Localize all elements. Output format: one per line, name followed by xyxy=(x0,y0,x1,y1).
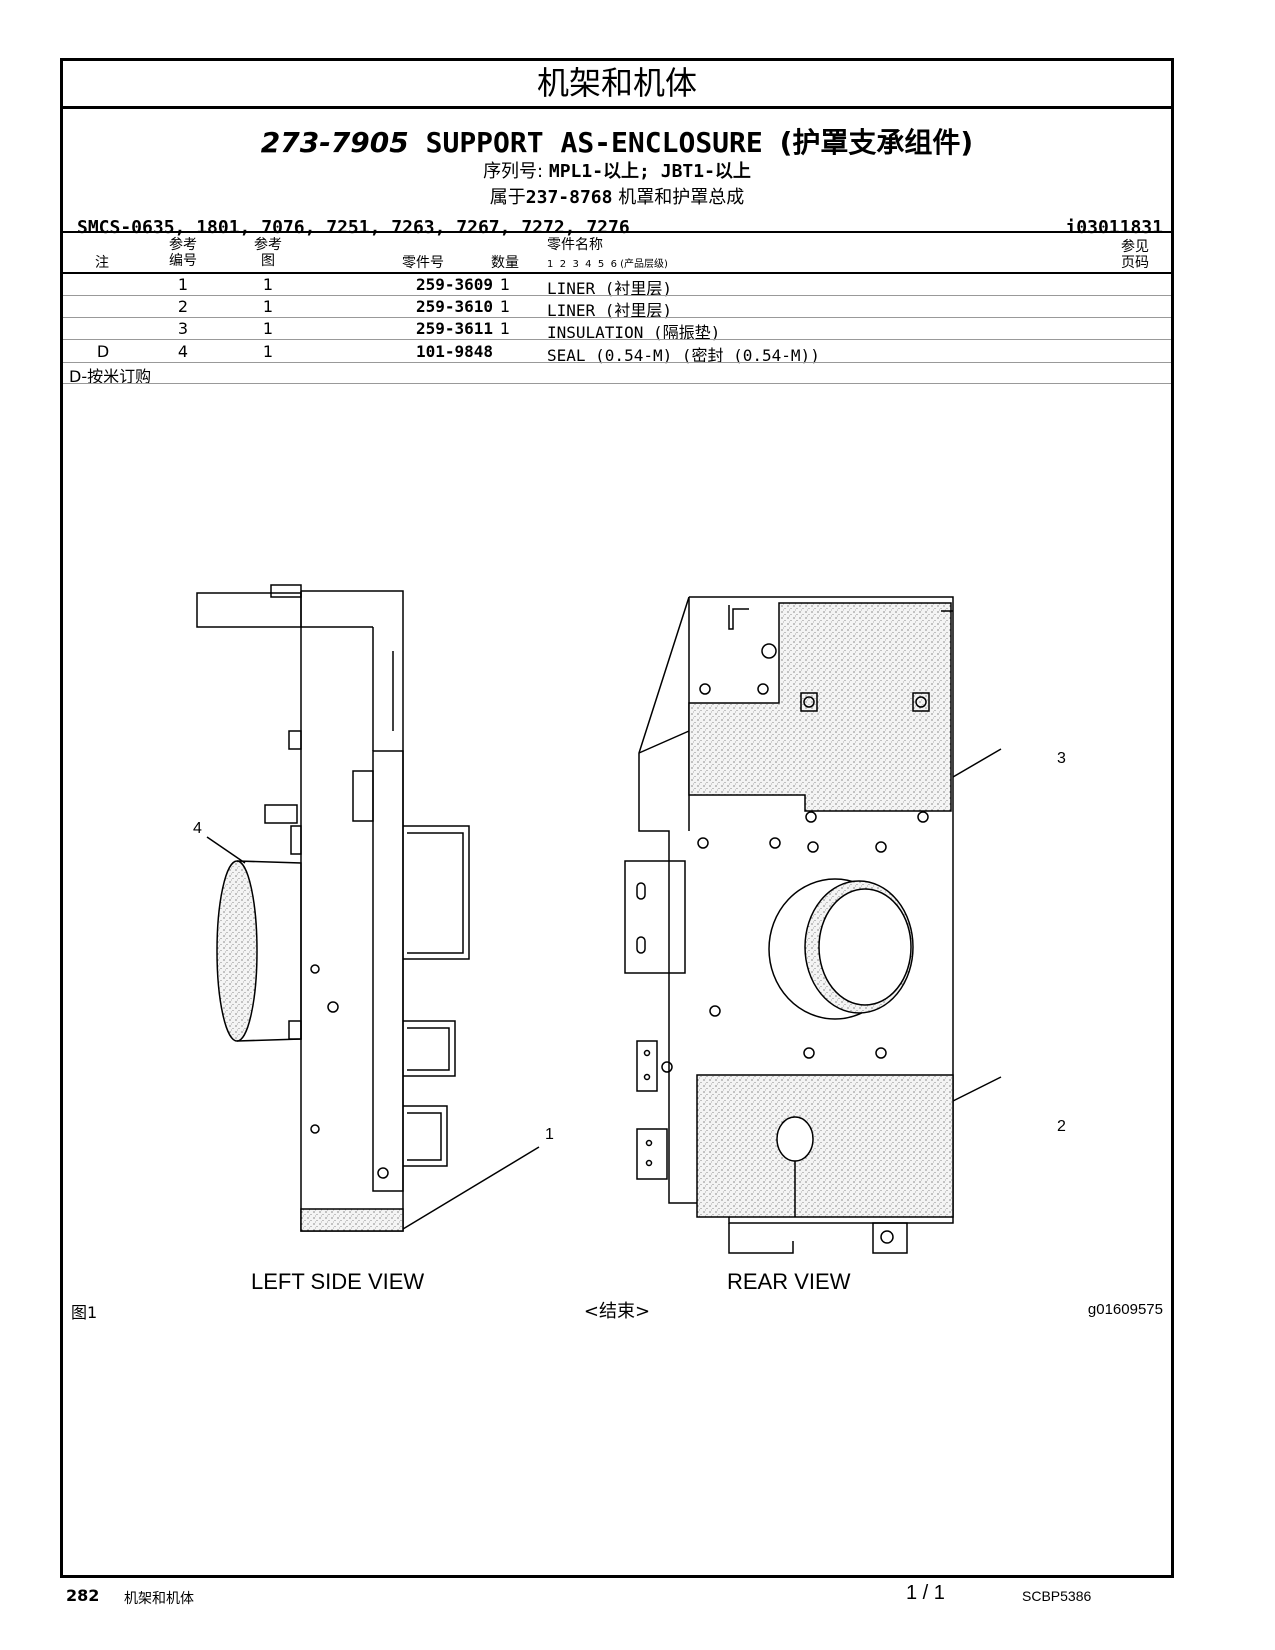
divider xyxy=(63,383,1171,384)
smcs-codes: SMCS-0635, 1801, 7076, 7251, 7263, 7267,… xyxy=(77,217,630,238)
callout-labels: 1 2 3 4 xyxy=(193,750,1066,1143)
rear-view-caption: REAR VIEW xyxy=(727,1269,851,1294)
table-row: 3 1 259-3611 1 INSULATION (隔振垫) xyxy=(63,317,1171,342)
callout-2: 2 xyxy=(1057,1118,1066,1135)
row-note: D xyxy=(96,342,110,361)
belongs-part: 237-8768 xyxy=(525,187,613,208)
row-name: LINER (衬里层) xyxy=(547,301,673,320)
table-row: 2 1 259-3610 1 LINER (衬里层) xyxy=(63,295,1171,320)
graphic-id: g01609575 xyxy=(1087,1301,1163,1318)
belongs-line: 属于237-8768 机罩和护罩总成 xyxy=(63,183,1171,209)
header-see-bottom: 页码 xyxy=(1121,255,1149,271)
row-ref: 4 xyxy=(177,342,189,361)
table-row: 1 1 259-3609 1 LINER (衬里层) xyxy=(63,273,1171,298)
row-fig: 1 xyxy=(262,297,274,316)
rear-view xyxy=(624,596,954,1254)
footer-doc-number: SCBP5386 xyxy=(1022,1588,1092,1604)
footer-section: 机架和机体 xyxy=(124,1591,194,1607)
serial-line: 序列号: MPL1-以上; JBT1-以上 xyxy=(63,157,1171,183)
row-qty: 1 xyxy=(499,297,511,316)
header-name: 零件名称 xyxy=(547,237,603,253)
row-part-no: 259-3610 xyxy=(415,297,493,316)
header-note: 注 xyxy=(95,255,109,271)
row-qty: 1 xyxy=(499,275,511,294)
divider xyxy=(63,317,1171,318)
belongs-prefix: 属于 xyxy=(489,187,526,208)
page-frame: 机架和机体 273-7905 SUPPORT AS-ENCLOSURE (护罩支… xyxy=(60,58,1174,1578)
serial-values: MPL1-以上; JBT1-以上 xyxy=(548,161,751,182)
divider xyxy=(63,272,1171,274)
header-fig-bottom: 图 xyxy=(261,253,275,269)
left-side-view xyxy=(196,584,470,1232)
row-name: LINER (衬里层) xyxy=(547,279,673,298)
row-part-no: 101-9848 xyxy=(415,342,493,361)
part-title: 273-7905 SUPPORT AS-ENCLOSURE (护罩支承组件) xyxy=(63,121,1171,161)
figure-label: 图1 xyxy=(71,1303,98,1322)
part-name-cn: (护罩支承组件) xyxy=(779,126,974,159)
callout-4: 4 xyxy=(193,820,202,837)
divider xyxy=(63,362,1171,363)
illustration-id: i03011831 xyxy=(1065,217,1163,238)
callout-leaders xyxy=(206,748,1002,1230)
end-mark: <结束> xyxy=(583,1301,651,1322)
header-ref-bottom: 编号 xyxy=(169,253,197,269)
parts-drawing: 1 2 3 4 xyxy=(193,584,1066,1254)
serial-label: 序列号: xyxy=(483,161,544,182)
row-part-no: 259-3609 xyxy=(415,275,493,294)
row-fig: 1 xyxy=(262,342,274,361)
part-name-en: SUPPORT AS-ENCLOSURE xyxy=(425,126,763,159)
callout-1: 1 xyxy=(545,1126,554,1143)
row-fig: 1 xyxy=(262,319,274,338)
row-fig: 1 xyxy=(262,275,274,294)
footnote: D-按米订购 xyxy=(69,367,152,386)
row-ref: 2 xyxy=(177,297,189,316)
part-number: 273-7905 xyxy=(260,126,409,159)
footer-page-of: 1 / 1 xyxy=(906,1582,945,1604)
header-see-top: 参见 xyxy=(1121,239,1149,255)
footer-page-number: 282 xyxy=(66,1586,100,1605)
row-ref: 1 xyxy=(177,275,189,294)
divider xyxy=(63,339,1171,340)
row-ref: 3 xyxy=(177,319,189,338)
section-title: 机架和机体 xyxy=(63,61,1171,109)
divider xyxy=(63,295,1171,296)
row-qty: 1 xyxy=(499,319,511,338)
header-part-no: 零件号 xyxy=(402,255,444,271)
header-name-levels: 1 2 3 4 5 6 (产品层级) xyxy=(547,259,668,270)
row-part-no: 259-3611 xyxy=(415,319,493,338)
header-ref-top: 参考 xyxy=(169,237,197,253)
header-fig-top: 参考 xyxy=(254,237,282,253)
row-name: SEAL (0.54-M) (密封 (0.54-M)) xyxy=(547,346,820,365)
belongs-suffix: 机罩和护罩总成 xyxy=(618,187,745,208)
divider xyxy=(63,231,1171,233)
header-qty: 数量 xyxy=(491,255,519,271)
table-row: D 4 1 101-9848 SEAL (0.54-M) (密封 (0.54-M… xyxy=(63,340,1171,365)
left-view-caption: LEFT SIDE VIEW xyxy=(251,1269,425,1294)
callout-3: 3 xyxy=(1057,750,1066,767)
row-name: INSULATION (隔振垫) xyxy=(547,323,721,342)
